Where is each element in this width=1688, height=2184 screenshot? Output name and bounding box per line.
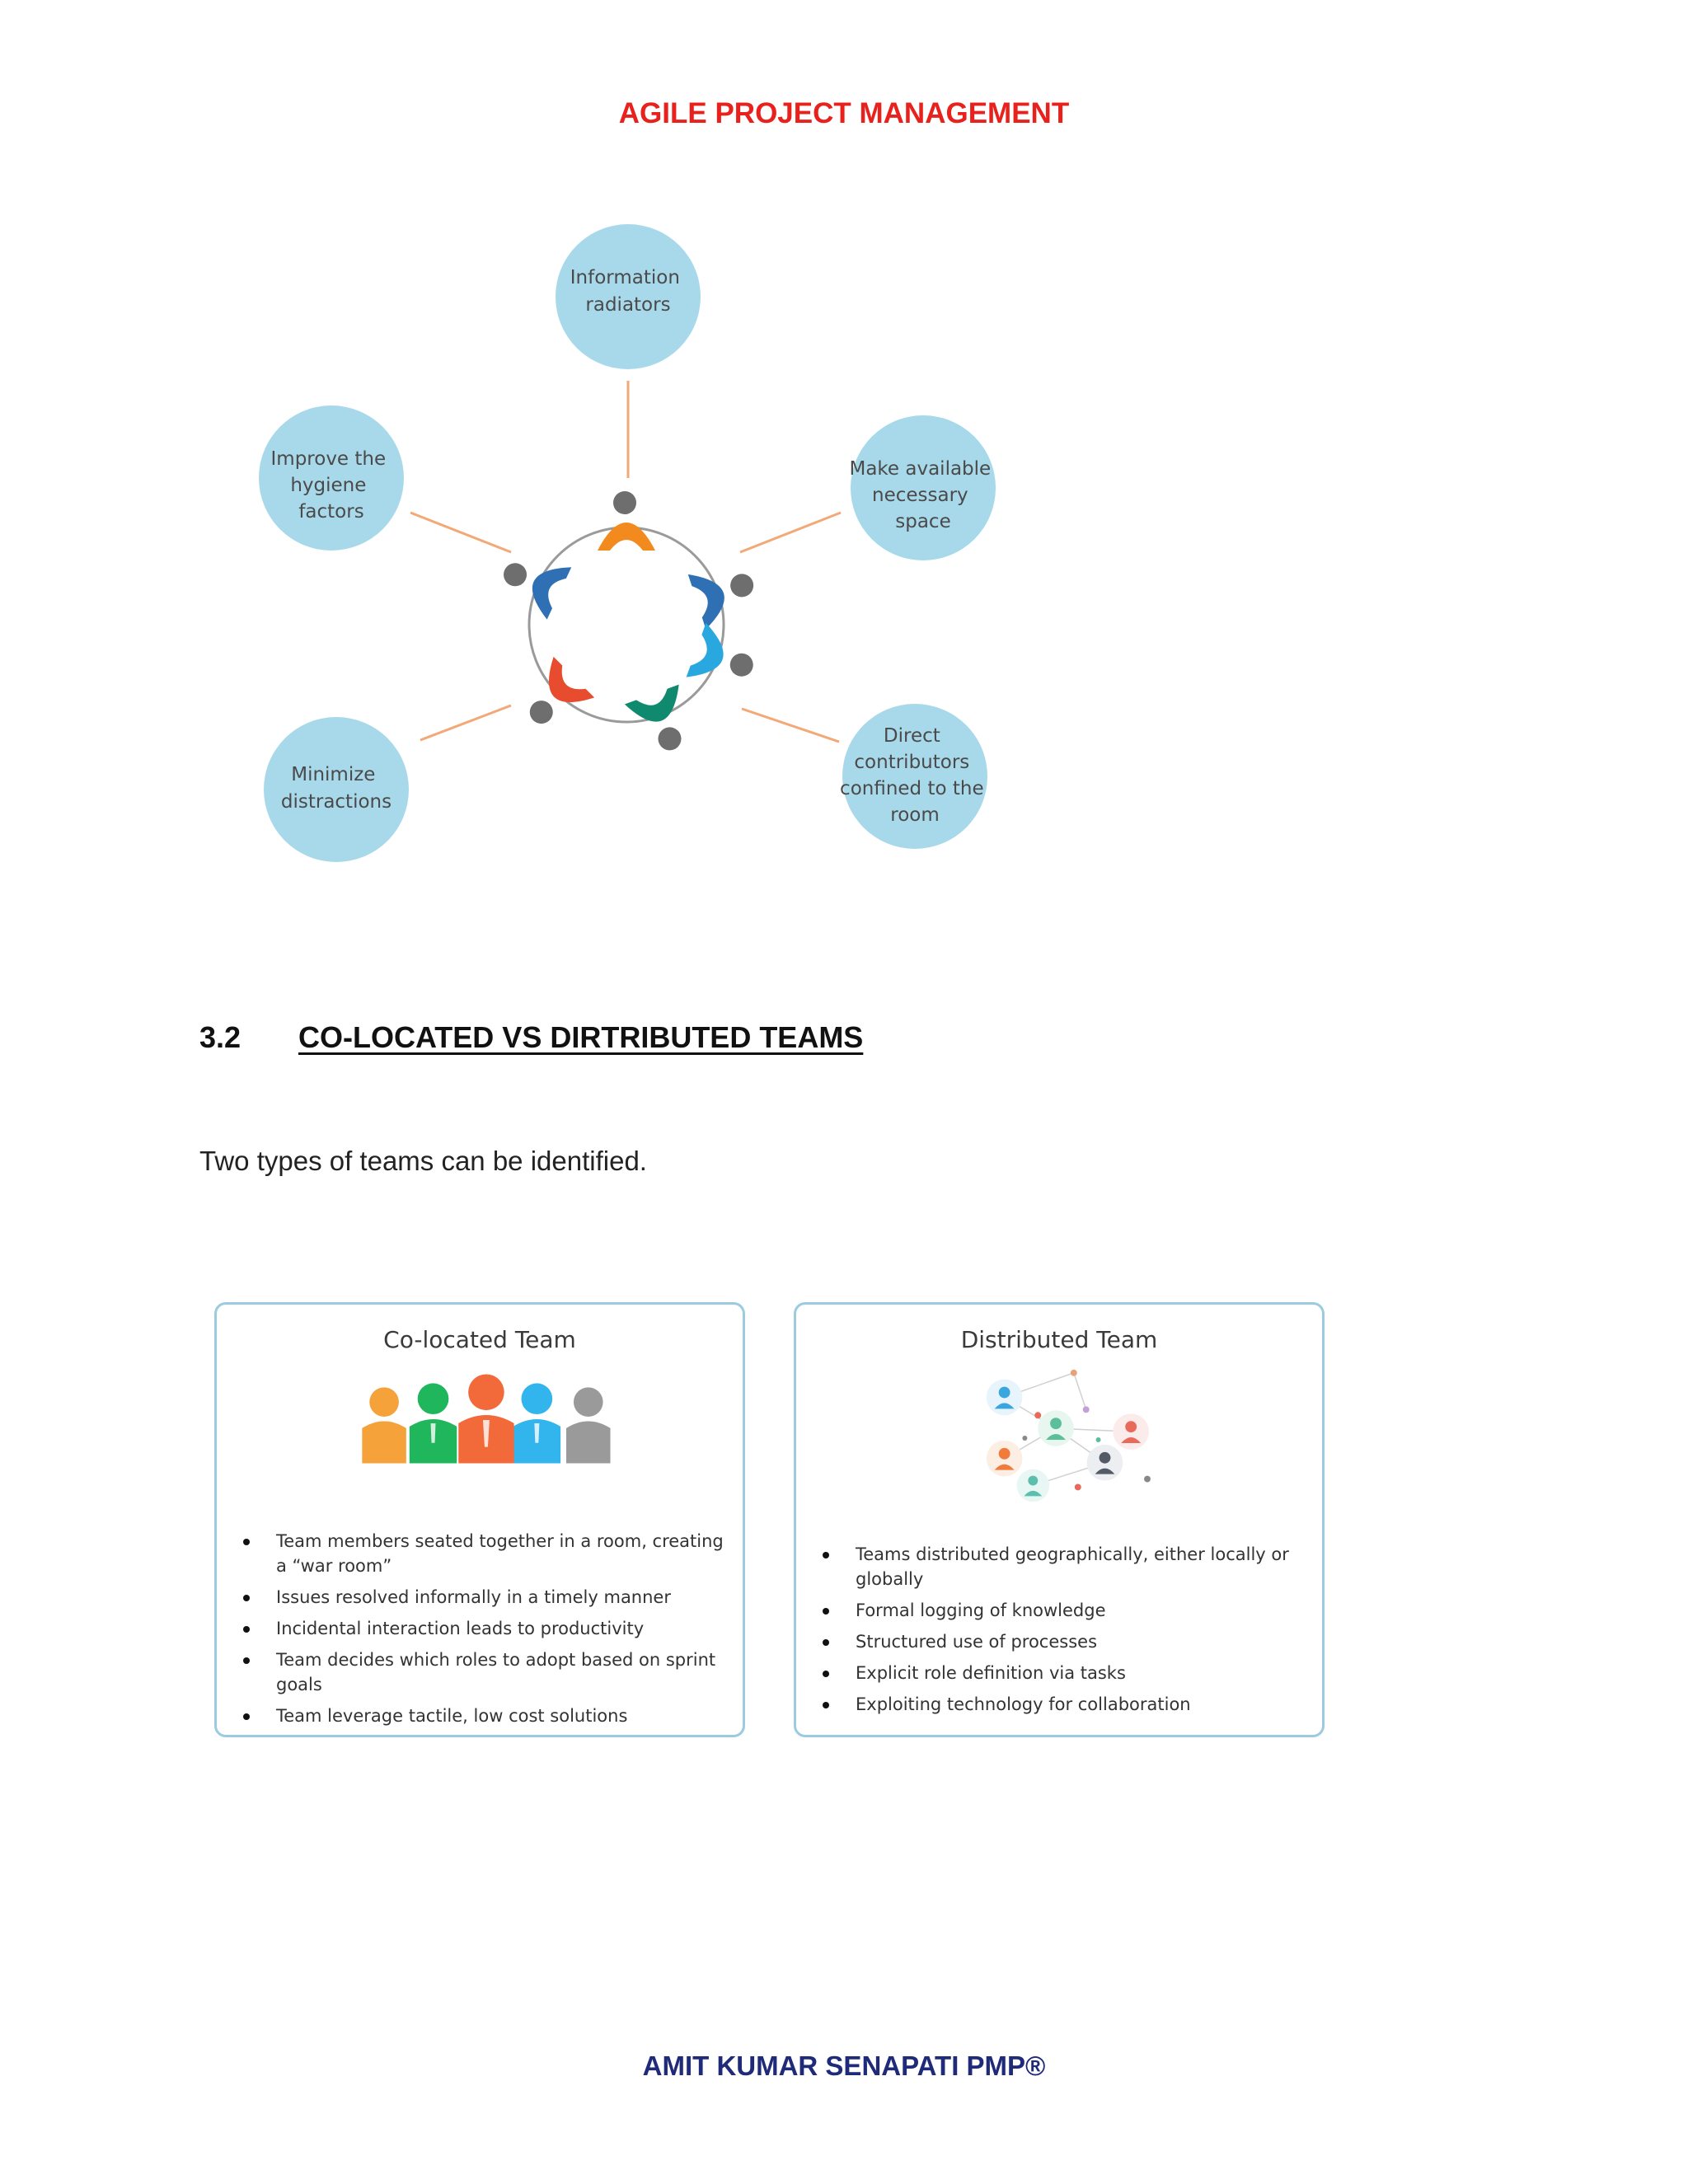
section-number: 3.2	[199, 1020, 241, 1054]
distributed-network-icon	[986, 1369, 1151, 1502]
list-item: Team members seated together in a room, …	[217, 1529, 726, 1578]
distributed-bullet-list: Teams distributed geographically, either…	[796, 1542, 1306, 1723]
bubble-information-radiators	[556, 224, 701, 369]
person-node-teal	[1016, 1469, 1050, 1502]
distributed-team-title: Distributed Team	[960, 1326, 1158, 1353]
person-right-upper	[687, 574, 754, 630]
list-item: Issues resolved informally in a timely m…	[217, 1585, 726, 1610]
distributed-team-panel: Distributed Team	[794, 1302, 1325, 1737]
colocated-people-icon	[362, 1374, 611, 1464]
bubble-hygiene-factors	[259, 405, 404, 551]
page-footer-author: AMIT KUMAR SENAPATI PMP®	[642, 2050, 1046, 2081]
bubble-minimize-distractions	[264, 717, 409, 862]
section-intro: Two types of teams can be identified.	[199, 1146, 647, 1176]
person-top	[598, 491, 655, 551]
person-left	[504, 563, 572, 620]
list-item: Explicit role definition via tasks	[796, 1661, 1306, 1685]
list-item: Team leverage tactile, low cost solution…	[217, 1704, 726, 1728]
connector-minimize	[420, 704, 512, 742]
bubble-label-space: Make available necessary space	[849, 458, 996, 532]
person-node-red	[1113, 1413, 1149, 1450]
bubble-label-hygiene: Improve the hygiene factors	[271, 448, 392, 523]
section-title: CO-LOCATED VS DIRTRIBUTED TEAMS	[298, 1020, 864, 1054]
connector-space	[739, 511, 842, 554]
list-item: Formal logging of knowledge	[796, 1598, 1306, 1623]
connector-direct	[741, 707, 840, 743]
list-item: Teams distributed geographically, either…	[796, 1542, 1306, 1591]
bubble-label-info: Information radiators	[570, 267, 686, 316]
connector-hygiene	[410, 511, 512, 554]
person-node-green	[1038, 1410, 1074, 1446]
list-item: Exploiting technology for collaboration	[796, 1692, 1306, 1717]
colocated-team-title: Co-located Team	[383, 1326, 576, 1353]
colocated-team-panel: Co-located Team Team members seated toge…	[214, 1302, 745, 1737]
person-node-blue	[986, 1379, 1023, 1416]
bubble-label-direct: Direct contributors confined to the room	[840, 725, 990, 826]
page-header-title: AGILE PROJECT MANAGEMENT	[618, 97, 1070, 129]
bubble-necessary-space	[851, 415, 996, 560]
colocated-bullet-list: Team members seated together in a room, …	[217, 1529, 726, 1735]
list-item: Team decides which roles to adopt based …	[217, 1647, 726, 1697]
person-bottom-left	[529, 656, 595, 724]
bubble-label-minimize: Minimize distractions	[281, 764, 392, 813]
colocation-diagram: Information radiators Make available nec…	[259, 224, 996, 862]
list-item: Incidental interaction leads to producti…	[217, 1616, 726, 1641]
person-node-orange	[986, 1440, 1023, 1477]
connector-lines	[410, 381, 842, 743]
bubble-direct-contributors	[842, 704, 987, 849]
person-node-dark	[1086, 1444, 1123, 1481]
person-right	[686, 622, 753, 677]
person-bottom-right	[624, 684, 682, 751]
list-item: Structured use of processes	[796, 1629, 1306, 1654]
